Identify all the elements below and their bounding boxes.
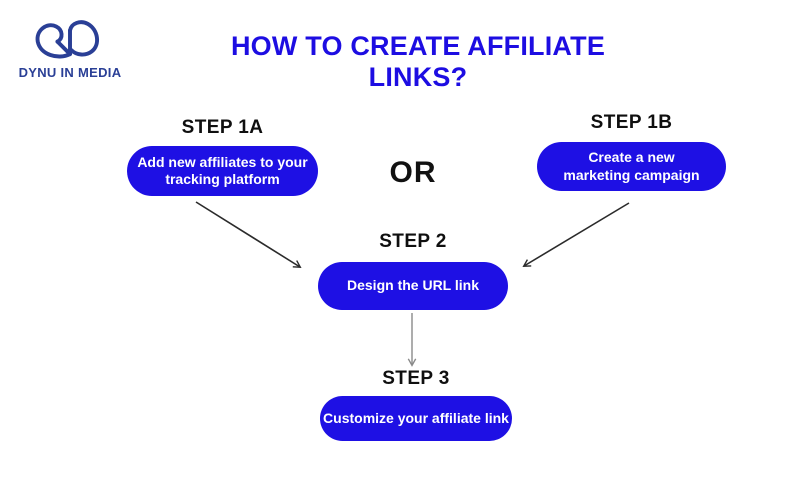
step3-pill: Customize your affiliate link [320,396,512,441]
step2-label: STEP 2 [379,231,447,252]
step2-pill-text: Design the URL link [347,277,479,294]
step1b-pill-text: Create a new marketing campaign [563,149,700,183]
step1b-pill: Create a new marketing campaign [537,142,726,191]
step1a-label: STEP 1A [181,117,264,138]
step3-pill-text: Customize your affiliate link [323,409,509,426]
arrow-step1b-to-step2 [522,202,630,267]
step1a-pill-text: Add new affiliates to your tracking plat… [137,153,308,188]
dynu-in-media-logo: DYNU IN MEDIA [14,12,126,80]
step3-label: STEP 3 [382,368,450,389]
step1a-pill: Add new affiliates to your tracking plat… [127,146,318,196]
step2-pill: Design the URL link [318,262,508,310]
dynu-logo-icon [35,20,99,59]
page-title: HOW TO CREATE AFFILIATE LINKS? [230,31,606,92]
step1b-label: STEP 1B [590,112,673,133]
arrow-step1a-to-step2 [195,201,302,268]
logo-text: DYNU IN MEDIA [18,65,122,80]
or-label: OR [389,156,437,189]
